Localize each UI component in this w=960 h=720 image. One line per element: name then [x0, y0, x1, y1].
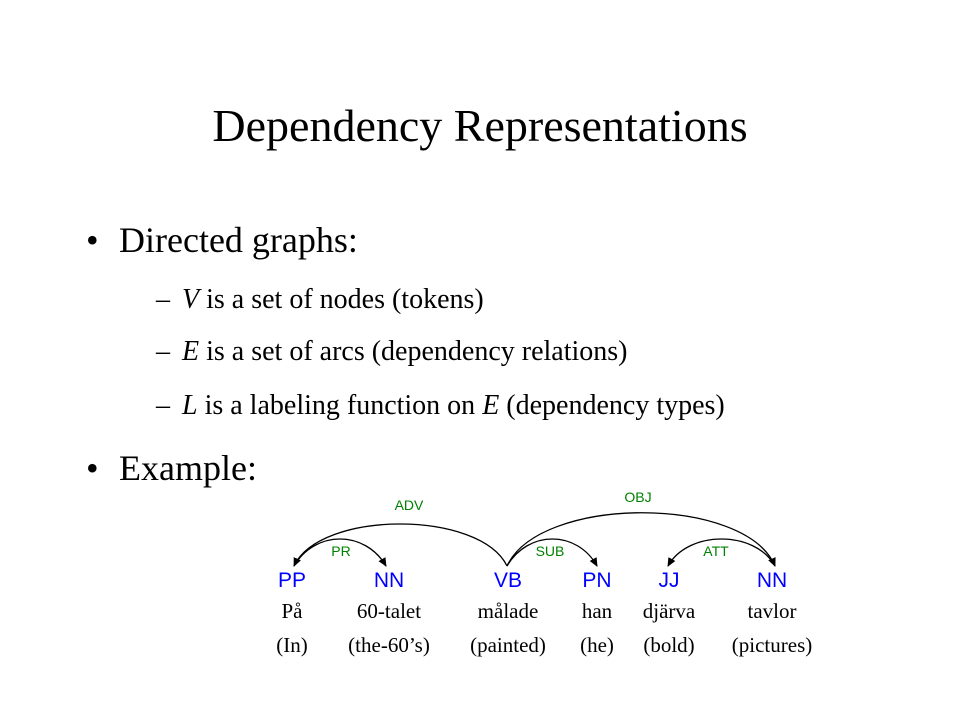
token-gloss: (In): [276, 633, 307, 657]
token-word: målade: [478, 599, 539, 623]
dash-marker: –: [156, 284, 170, 315]
symbol-l: L: [182, 390, 198, 421]
arc-label-sub: SUB: [536, 543, 565, 559]
bullet-directed-graphs: • Directed graphs:: [86, 218, 358, 262]
bullet-example: • Example:: [86, 446, 257, 490]
arc-obj: [506, 512, 776, 567]
arc-att: [667, 538, 776, 567]
token-word: tavlor: [748, 599, 797, 623]
arc-label-adv: ADV: [395, 497, 424, 513]
subitem-text: (dependency types): [499, 390, 725, 421]
token-column: NN tavlor (pictures): [732, 569, 812, 657]
bullet-label: Example:: [119, 448, 257, 488]
subitem-labeling: –L is a labeling function on E (dependen…: [156, 388, 725, 424]
pos-tag: NN: [374, 569, 404, 592]
bullet-dot: •: [86, 220, 99, 260]
token-column: VB målade (painted): [470, 569, 546, 657]
subitem-text: is a labeling function on: [197, 390, 483, 421]
token-word: djärva: [643, 599, 696, 623]
bullet-label: Directed graphs:: [119, 220, 358, 260]
token-column: JJ djärva (bold): [643, 569, 696, 657]
symbol-e: E: [482, 390, 500, 421]
pos-tag: VB: [494, 569, 522, 592]
token-column: PN han (he): [580, 569, 614, 657]
token-gloss: (painted): [470, 633, 546, 657]
symbol-v: V: [182, 284, 200, 315]
arc-label-pr: PR: [331, 543, 350, 559]
arc-label-obj: OBJ: [624, 489, 651, 505]
token-column: PP På (In): [276, 569, 307, 657]
token-word: På: [282, 599, 304, 623]
dash-marker: –: [156, 336, 170, 367]
subitem-text: is a set of nodes (tokens): [199, 284, 484, 315]
token-word: 60-talet: [357, 599, 421, 623]
slide-title: Dependency Representations: [212, 100, 748, 151]
arc-label-att: ATT: [703, 543, 729, 559]
token-word: han: [582, 599, 613, 623]
arc-pr: [293, 538, 387, 567]
dash-marker: –: [156, 390, 170, 421]
token-gloss: (pictures): [732, 633, 812, 657]
token-gloss: (bold): [643, 633, 694, 657]
arc-sub: [506, 538, 598, 567]
token-gloss: (he): [580, 633, 614, 657]
subitem-nodes: –V is a set of nodes (tokens): [156, 282, 484, 318]
token-gloss: (the-60’s): [348, 633, 430, 657]
pos-tag: PN: [582, 569, 611, 592]
arc-adv: [293, 523, 508, 567]
symbol-e: E: [182, 336, 200, 367]
pos-tag: PP: [278, 569, 306, 592]
subitem-text: is a set of arcs (dependency relations): [199, 336, 628, 367]
token-column: NN 60-talet (the-60’s): [348, 569, 430, 657]
bullet-dot: •: [86, 448, 99, 488]
pos-tag: JJ: [659, 569, 680, 592]
subitem-arcs: –E is a set of arcs (dependency relation…: [156, 334, 628, 370]
pos-tag: NN: [757, 569, 787, 592]
